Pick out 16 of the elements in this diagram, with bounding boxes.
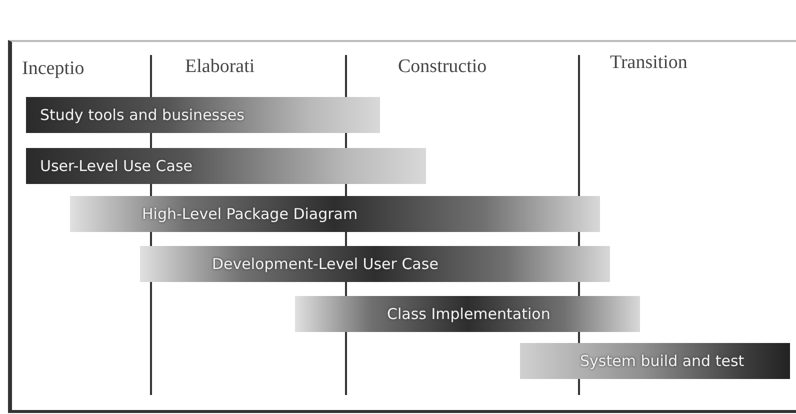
phase-heading: Elaborati [185, 56, 255, 78]
activity-bar [70, 196, 600, 232]
activity-bar [26, 148, 426, 184]
phase-heading: Constructio [398, 56, 487, 78]
activity-bar [26, 97, 380, 133]
activity-label: High-Level Package Diagram [142, 205, 358, 223]
activity-label: Class Implementation [387, 305, 550, 323]
activity-bar [295, 296, 640, 332]
activity-label: User-Level Use Case [40, 157, 193, 175]
phase-heading: Transition [610, 52, 688, 74]
activity-bar [520, 343, 790, 379]
activity-label: Development-Level User Case [212, 255, 438, 273]
activity-label: System build and test [580, 352, 744, 370]
activity-label: Study tools and businesses [40, 106, 244, 124]
activity-bar [140, 246, 610, 282]
phase-heading: Inceptio [22, 58, 84, 80]
